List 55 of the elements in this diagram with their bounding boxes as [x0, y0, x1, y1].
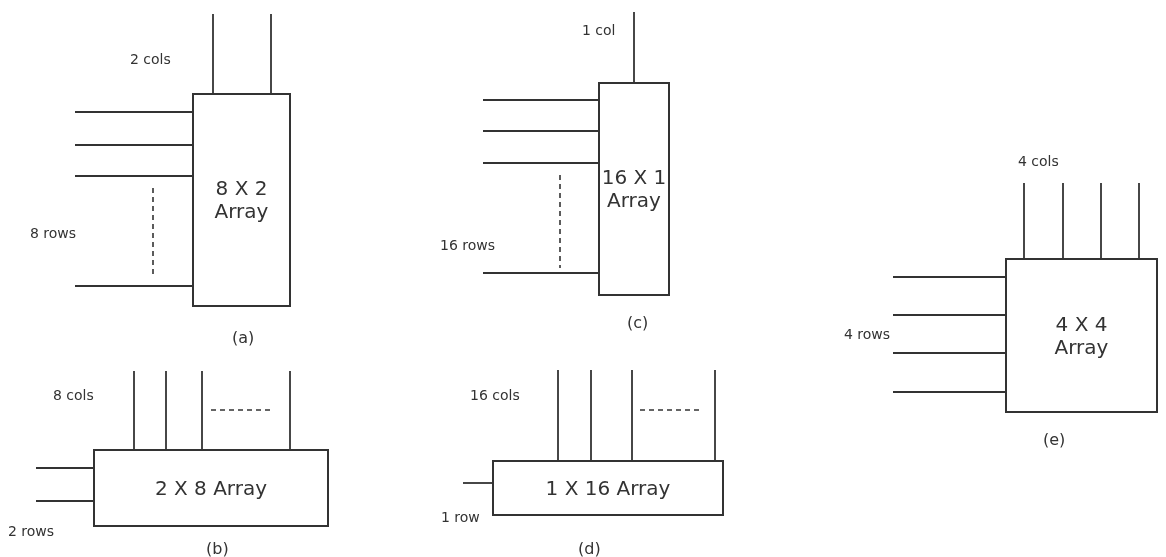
figure-caption: (c)	[627, 315, 649, 331]
figure-caption: (a)	[232, 330, 255, 346]
pin-line	[201, 370, 203, 450]
pin-count-label: 4 rows	[844, 327, 891, 341]
pin-count-label: 1 col	[582, 23, 616, 37]
pin-line	[1062, 182, 1064, 259]
pin-line	[633, 11, 635, 83]
pin-line	[482, 272, 599, 274]
pin-line	[35, 467, 94, 469]
figure-caption: (e)	[1043, 432, 1066, 448]
pin-line	[714, 369, 716, 461]
pin-line	[270, 13, 272, 94]
array-label: 2 X 8 Array	[154, 476, 268, 500]
pin-count-label: 8 rows	[30, 226, 77, 240]
pin-count-label: 16 cols	[470, 388, 520, 402]
pin-line	[1100, 182, 1102, 259]
pin-line	[892, 276, 1006, 278]
pin-line	[165, 370, 167, 450]
array-label: 8 X 2 Array	[213, 177, 270, 223]
array-label: 4 X 4 Array	[1053, 312, 1110, 359]
pin-line	[74, 111, 193, 113]
pin-line	[35, 500, 94, 502]
pin-line	[892, 314, 1006, 316]
array-block	[598, 82, 670, 296]
pin-line	[74, 144, 193, 146]
array-label: 1 X 16 Array	[545, 476, 671, 500]
pin-line	[1138, 182, 1140, 259]
pin-count-label: 4 cols	[1018, 154, 1059, 168]
array-label: 16 X 1 Array	[600, 166, 668, 212]
pin-count-label: 2 cols	[130, 52, 171, 66]
pin-line	[1023, 182, 1025, 259]
pin-line	[482, 99, 599, 101]
pin-line	[892, 391, 1006, 393]
pin-count-label: 2 rows	[8, 524, 55, 538]
pin-line	[892, 352, 1006, 354]
array-block	[1005, 258, 1158, 413]
pin-line	[212, 13, 214, 94]
pin-line	[482, 162, 599, 164]
pin-line	[482, 130, 599, 132]
pin-line	[74, 285, 193, 287]
pin-line	[557, 369, 559, 461]
pin-count-label: 16 rows	[440, 238, 496, 252]
pin-line	[289, 370, 291, 450]
array-block	[93, 449, 329, 527]
pin-count-label: 1 row	[441, 510, 480, 524]
array-block	[492, 460, 724, 516]
pin-line	[590, 369, 592, 461]
pin-line	[74, 175, 193, 177]
pin-line	[462, 482, 493, 484]
figure-caption: (d)	[578, 541, 601, 557]
array-block	[192, 93, 291, 307]
pin-line	[133, 370, 135, 450]
pin-count-label: 8 cols	[53, 388, 94, 402]
figure-caption: (b)	[206, 541, 229, 557]
pin-line	[631, 369, 633, 461]
